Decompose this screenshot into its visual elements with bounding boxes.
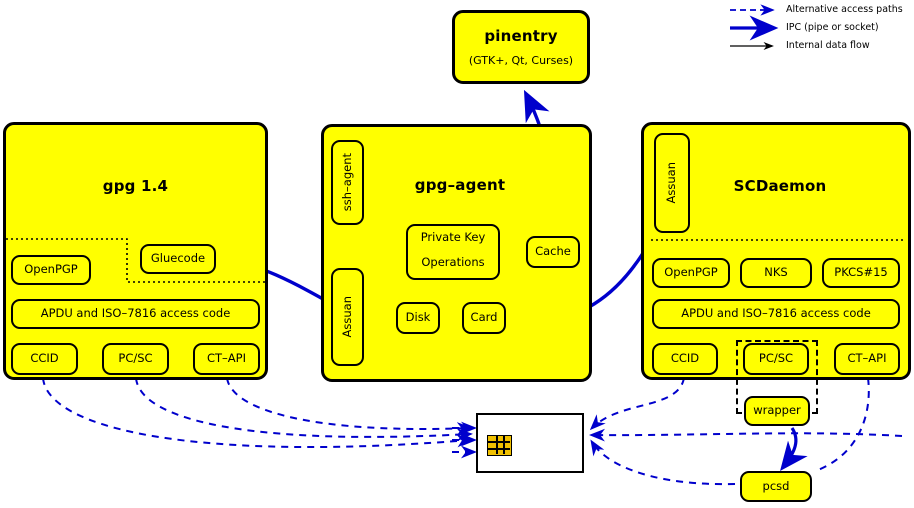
gpg-driver-ccid-label: CCID <box>30 351 59 366</box>
scdaemon-dotted-divider <box>651 239 903 241</box>
scdaemon-app-nks-label: NKS <box>764 265 788 280</box>
gpg-driver-ccid-box[interactable] <box>11 343 78 375</box>
gpg-agent-title: gpg–agent <box>414 176 506 195</box>
agent-assuan-box[interactable] <box>331 268 364 366</box>
gpg-apdu-label: APDU and ISO–7816 access code <box>40 306 231 321</box>
legend-label-internal: Internal data flow <box>786 40 870 51</box>
alt-path-scd-ccid-to-card <box>589 377 685 431</box>
chip-contact-line-4 <box>503 435 505 454</box>
alt-path-gpg-ctapi-to-card <box>226 377 473 435</box>
alt-path-gpg-pcsc-to-card <box>135 377 473 442</box>
scdaemon-app-pkcs15-label: PKCS#15 <box>834 265 888 280</box>
gpg-openpgp-box[interactable] <box>11 255 91 285</box>
scdaemon-apdu-box[interactable] <box>652 299 900 329</box>
gpg-apdu-box[interactable] <box>11 299 260 329</box>
scdaemon-driver-ctapi-box[interactable] <box>834 343 900 375</box>
scdaemon-driver-pcsc-box[interactable] <box>743 343 809 375</box>
agent-ssh-agent-box[interactable] <box>331 140 364 225</box>
chip-contact-line-3 <box>496 435 498 454</box>
gpg-driver-pcsc-label: PC/SC <box>118 351 153 366</box>
ipc-wrapper-to-pcsd <box>780 427 808 472</box>
smartcard-chip-icon <box>487 435 512 456</box>
gpg-container[interactable] <box>3 122 268 380</box>
gpg-dotted-region <box>6 238 265 283</box>
chip-contact-line-2 <box>487 448 510 450</box>
agent-pko-label-line1: Private Key <box>420 230 486 245</box>
pcsd-box[interactable] <box>740 471 812 502</box>
agent-card-label: Card <box>470 310 498 325</box>
gpg-gluecode-box[interactable] <box>140 244 216 274</box>
pcsd-label: pcsd <box>762 478 790 493</box>
agent-cache-label: Cache <box>535 244 571 259</box>
legend-label-ipc: IPC (pipe or socket) <box>786 22 879 33</box>
scdaemon-apdu-label: APDU and ISO–7816 access code <box>681 306 871 321</box>
agent-assuan-label: Assuan <box>339 296 354 338</box>
legend: Alternative access paths IPC (pipe or so… <box>726 2 912 54</box>
scdaemon-assuan-label: Assuan <box>664 162 679 204</box>
agent-private-key-ops-box[interactable] <box>406 224 500 280</box>
agent-disk-box[interactable] <box>396 302 440 334</box>
card-left-arrow-stubs <box>452 421 477 459</box>
legend-icons <box>730 4 779 51</box>
wrapper-box[interactable] <box>744 396 810 426</box>
scdaemon-driver-ctapi-label: CT–API <box>847 351 887 366</box>
wrapper-label: wrapper <box>753 403 801 418</box>
gpg-driver-ctapi-box[interactable] <box>193 343 260 375</box>
scdaemon-app-openpgp-label: OpenPGP <box>664 265 718 280</box>
agent-ssh-agent-label: ssh–agent <box>339 153 354 212</box>
pinentry-title: pinentry <box>484 27 558 46</box>
chip-contact-line-1 <box>487 441 510 443</box>
pinentry-box[interactable] <box>452 10 590 84</box>
alt-path-wrapper-zone-to-card <box>589 428 903 442</box>
scdaemon-assuan-box[interactable] <box>654 133 690 233</box>
gpg-driver-ctapi-label: CT–API <box>207 351 246 366</box>
agent-cache-box[interactable] <box>526 236 580 268</box>
scdaemon-app-openpgp-box[interactable] <box>652 258 730 288</box>
scdaemon-app-pkcs15-box[interactable] <box>822 258 900 288</box>
scdaemon-driver-ccid-label: CCID <box>670 351 700 366</box>
scdaemon-driver-ccid-box[interactable] <box>652 343 718 375</box>
agent-card-box[interactable] <box>462 302 506 334</box>
gpg-gluecode-label: Gluecode <box>150 251 206 266</box>
alt-path-gpg-ccid-to-card <box>42 377 473 449</box>
agent-disk-label: Disk <box>405 310 431 325</box>
pinentry-subtitle: (GTK+, Qt, Curses) <box>468 53 574 67</box>
alt-path-scd-ctapi-to-pcsd <box>817 377 870 471</box>
gpg-openpgp-label: OpenPGP <box>24 262 78 277</box>
scdaemon-title: SCDaemon <box>733 177 827 196</box>
gpg-driver-pcsc-box[interactable] <box>102 343 169 375</box>
agent-pko-label-line2: Operations <box>421 255 485 270</box>
scdaemon-driver-pcsc-label: PC/SC <box>758 351 794 366</box>
alt-path-pcsd-to-card <box>590 439 736 486</box>
legend-label-alt-paths: Alternative access paths <box>786 4 903 15</box>
gpg-title: gpg 1.4 <box>102 177 169 196</box>
scdaemon-app-nks-box[interactable] <box>740 258 812 288</box>
